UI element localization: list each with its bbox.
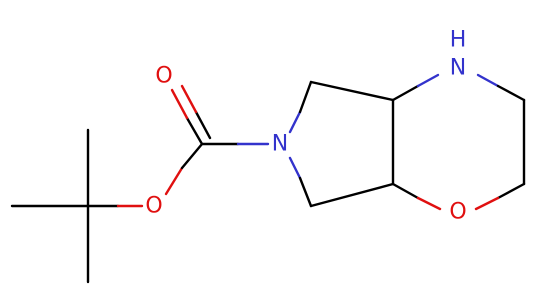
bond-nh-to-ch2-dark (496, 84, 526, 102)
bond-n-to-c-upper-dark (298, 80, 313, 114)
bond-carbonyl-double-b-red (180, 84, 198, 114)
amine-nitrogen-label: N (450, 56, 466, 81)
bond-c-lower-to-fusion-bottom (309, 182, 395, 208)
bond-nh-to-ch2-blue (476, 73, 500, 88)
bond-ch2-to-ring-o-red (474, 196, 500, 211)
pyrrolidine-nitrogen-label: N (272, 132, 288, 157)
bond-ester-o-to-carbonyl-dark (180, 142, 204, 170)
bond-fusion-bottom-to-ring-o-red (416, 196, 442, 211)
bond-fusion-top-to-nh-blue (416, 73, 440, 88)
bond-carbonyl-double-b-dark (194, 110, 212, 140)
ester-oxygen-label: O (145, 194, 162, 219)
bond-n-to-c-lower-dark (298, 176, 313, 208)
ring-oxygen-label: O (449, 200, 466, 225)
bond-fusion-bottom-to-ring-o-dark (391, 182, 420, 200)
bond-c-upper-to-fusion-top (309, 80, 395, 102)
amine-hydrogen-label: H (450, 28, 467, 53)
bond-ch2-to-ring-o-dark (496, 182, 526, 200)
bond-carbonyl-double-a-dark (185, 116, 204, 146)
bond-n-to-c-upper-blue (288, 110, 302, 134)
bond-fusion-top-to-nh-dark (391, 84, 420, 102)
bond-carbonyl-double-a-red (170, 88, 189, 120)
bond-ester-o-to-carbonyl-red (164, 166, 184, 196)
carbonyl-oxygen-label: O (155, 64, 172, 89)
bond-n-to-c-lower-blue (288, 156, 302, 180)
